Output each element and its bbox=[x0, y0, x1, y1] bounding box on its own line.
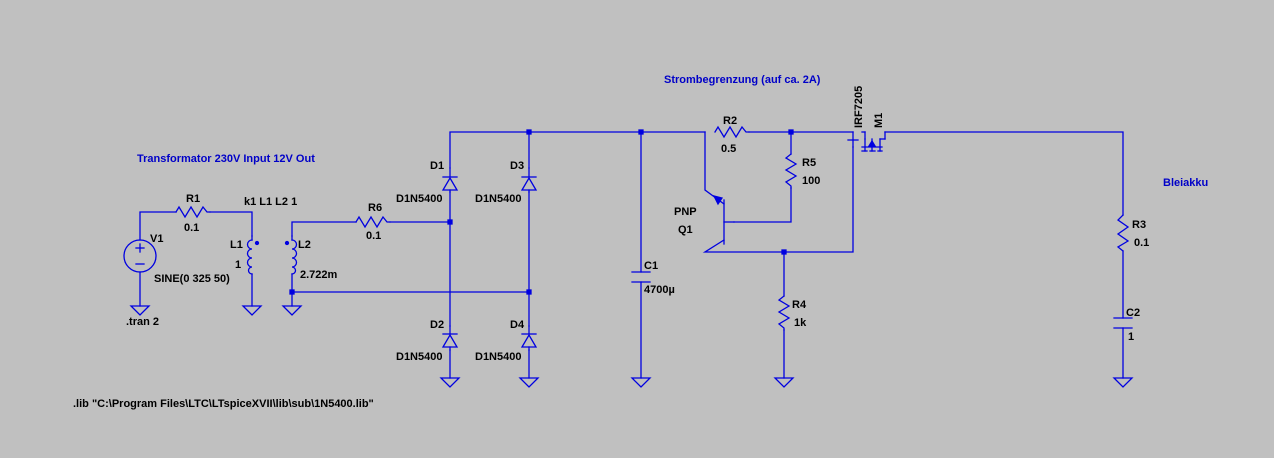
label-c1-name: C1 bbox=[644, 260, 658, 272]
diode-d2[interactable] bbox=[441, 325, 459, 351]
label-r1-value: 0.1 bbox=[184, 222, 199, 234]
label-c1-value: 4700µ bbox=[644, 284, 675, 296]
label-r5-value: 100 bbox=[802, 175, 820, 187]
label-l1-name: L1 bbox=[230, 239, 243, 251]
junctions bbox=[289, 129, 794, 295]
ground-icon bbox=[518, 377, 540, 388]
resistor-r3[interactable] bbox=[1116, 214, 1130, 252]
label-r2-name: R2 bbox=[723, 115, 737, 127]
label-l2-value: 2.722m bbox=[300, 269, 338, 281]
label-c2-value: 1 bbox=[1128, 331, 1134, 343]
label-r4-name: R4 bbox=[792, 299, 807, 311]
label-d4-name: D4 bbox=[510, 319, 525, 331]
ground-icon bbox=[1112, 377, 1134, 388]
voltage-source-v1[interactable] bbox=[123, 239, 157, 273]
label-r5-name: R5 bbox=[802, 157, 816, 169]
junction-dot bbox=[781, 249, 787, 255]
label-r6-value: 0.1 bbox=[366, 230, 381, 242]
directive-coupling: k1 L1 L2 1 bbox=[244, 196, 297, 208]
label-q1-name: Q1 bbox=[678, 224, 693, 236]
label-r4-value: 1k bbox=[794, 317, 807, 329]
resistor-r1[interactable] bbox=[175, 205, 211, 219]
label-v1-name: V1 bbox=[150, 233, 163, 245]
ground-icon bbox=[241, 305, 263, 316]
comment-current-limit: Strombegrenzung (auf ca. 2A) bbox=[664, 74, 821, 86]
label-d4-value: D1N5400 bbox=[475, 351, 521, 363]
capacitor-c2[interactable] bbox=[1113, 317, 1133, 329]
label-l1-value: 1 bbox=[235, 259, 241, 271]
diode-d3[interactable] bbox=[520, 167, 538, 193]
junction-dot bbox=[526, 129, 532, 135]
label-m1-name: M1 bbox=[873, 113, 885, 128]
label-d1-value: D1N5400 bbox=[396, 193, 442, 205]
junction-dot bbox=[526, 289, 532, 295]
resistor-r4[interactable] bbox=[777, 295, 791, 331]
comment-transformer: Transformator 230V Input 12V Out bbox=[137, 153, 315, 165]
ground-symbols bbox=[129, 305, 1134, 388]
diode-d1[interactable] bbox=[441, 167, 459, 193]
resistor-r2[interactable] bbox=[714, 125, 750, 139]
ground-icon bbox=[129, 305, 151, 316]
comment-battery: Bleiakku bbox=[1163, 177, 1208, 189]
label-d3-value: D1N5400 bbox=[475, 193, 521, 205]
directive-tran: .tran 2 bbox=[126, 316, 159, 328]
junction-dot bbox=[638, 129, 644, 135]
label-r1-name: R1 bbox=[186, 193, 200, 205]
label-r3-value: 0.1 bbox=[1134, 237, 1149, 249]
label-l2-name: L2 bbox=[298, 239, 311, 251]
transistor-q1[interactable] bbox=[712, 195, 735, 245]
resistor-r6[interactable] bbox=[355, 215, 391, 229]
label-c2-name: C2 bbox=[1126, 307, 1140, 319]
label-d1-name: D1 bbox=[430, 160, 444, 172]
inductor-l2[interactable] bbox=[284, 235, 298, 275]
label-d2-name: D2 bbox=[430, 319, 444, 331]
junction-dot bbox=[788, 129, 794, 135]
capacitor-c1[interactable] bbox=[631, 271, 651, 283]
label-q1-value: PNP bbox=[674, 206, 697, 218]
ground-icon bbox=[439, 377, 461, 388]
label-d3-name: D3 bbox=[510, 160, 524, 172]
label-r3-name: R3 bbox=[1132, 219, 1146, 231]
label-r2-value: 0.5 bbox=[721, 143, 736, 155]
ground-icon bbox=[630, 377, 652, 388]
wires bbox=[139, 131, 1124, 379]
mosfet-m1[interactable] bbox=[847, 131, 886, 152]
ground-icon bbox=[281, 305, 303, 316]
label-m1-value: IRF7205 bbox=[853, 86, 865, 128]
directive-lib: .lib "C:\Program Files\LTC\LTspiceXVII\l… bbox=[73, 398, 374, 410]
diode-d4[interactable] bbox=[520, 325, 538, 351]
label-v1-value: SINE(0 325 50) bbox=[154, 273, 230, 285]
inductor-l1[interactable] bbox=[246, 235, 260, 275]
label-r6-name: R6 bbox=[368, 202, 382, 214]
junction-dot bbox=[447, 219, 453, 225]
ground-icon bbox=[773, 377, 795, 388]
resistor-r5[interactable] bbox=[784, 153, 798, 189]
label-d2-value: D1N5400 bbox=[396, 351, 442, 363]
junction-dot bbox=[289, 289, 295, 295]
